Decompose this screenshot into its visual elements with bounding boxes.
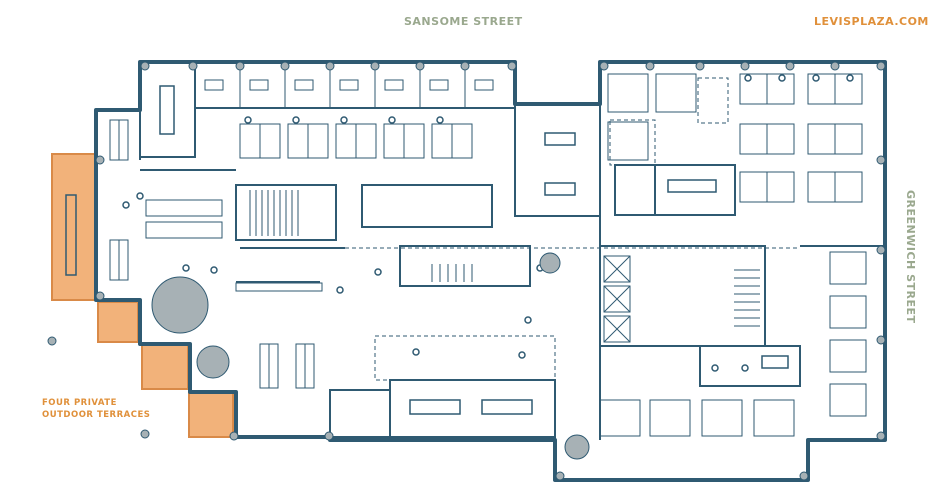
street-label-sansome: SANSOME STREET	[404, 15, 523, 28]
street-label-greenwich: GREENWICH STREET	[904, 190, 917, 324]
terraces-label: FOUR PRIVATE OUTDOOR TERRACES	[42, 397, 150, 421]
column-dot-icon	[47, 61, 886, 481]
conference-table-icon	[65, 85, 789, 415]
terrace-2	[97, 301, 139, 343]
terraces-label-line1: FOUR PRIVATE	[42, 398, 117, 408]
terrace-4	[188, 392, 234, 438]
terrace-large	[51, 153, 97, 301]
stair-icon	[249, 190, 760, 327]
terraces-label-line2: OUTDOOR TERRACES	[42, 410, 151, 420]
dashed-boundaries	[345, 77, 800, 381]
office-row	[204, 62, 494, 108]
interior-walls	[139, 61, 885, 440]
lounge-rug-icon	[151, 252, 590, 460]
workstation-clusters	[109, 73, 867, 437]
brand-url[interactable]: LEVISPLAZA.COM	[814, 15, 929, 28]
elevator-icon	[603, 255, 631, 343]
terrace-3	[141, 344, 189, 390]
desk-chair-icon	[122, 74, 854, 372]
